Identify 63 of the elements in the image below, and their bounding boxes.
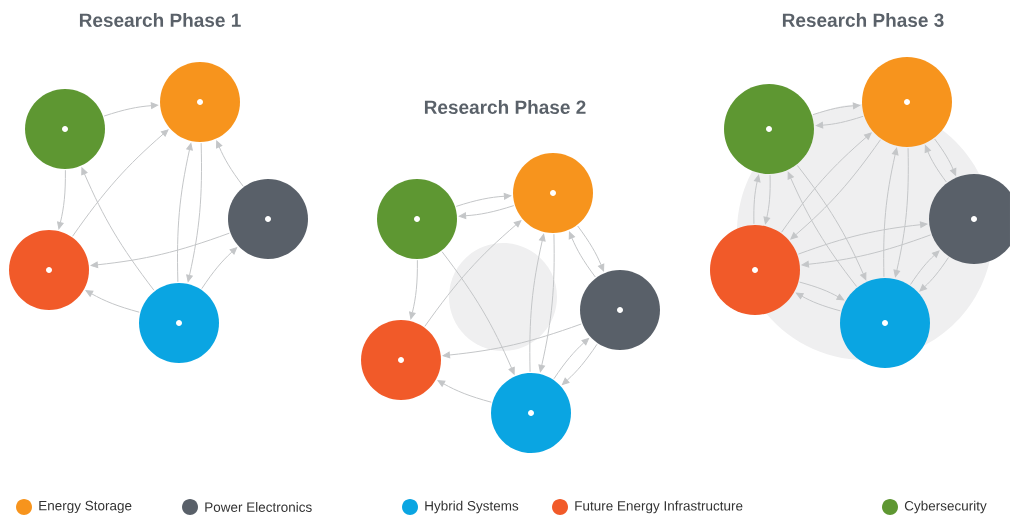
arrow bbox=[801, 234, 932, 268]
legend-label: Cybersecurity bbox=[904, 500, 987, 514]
arrow bbox=[883, 147, 899, 278]
arrow bbox=[795, 292, 841, 312]
circle-node bbox=[513, 153, 593, 233]
circle-node bbox=[228, 179, 308, 259]
arrow bbox=[893, 147, 909, 278]
arrow bbox=[216, 140, 244, 187]
legend-label: Energy Storage bbox=[39, 500, 132, 514]
legend-label: Power Electronics bbox=[205, 502, 312, 512]
circle-node bbox=[160, 62, 240, 142]
circle-node bbox=[25, 89, 105, 169]
circle-node bbox=[139, 283, 219, 363]
circle-node bbox=[491, 373, 571, 453]
phase-title: Research Phase 2 bbox=[424, 100, 586, 114]
arrow bbox=[934, 138, 957, 176]
arrow bbox=[437, 380, 492, 403]
phase-title: Research Phase 1 bbox=[79, 13, 241, 27]
arrow bbox=[799, 281, 845, 301]
arrow bbox=[763, 174, 771, 225]
circle-node bbox=[724, 84, 814, 174]
arrow bbox=[919, 257, 949, 292]
arrow bbox=[561, 343, 598, 385]
arrow bbox=[57, 169, 66, 230]
arrow bbox=[458, 205, 515, 220]
arrow bbox=[81, 167, 155, 291]
phase-title: Research Phase 3 bbox=[782, 13, 944, 27]
arrow bbox=[812, 102, 861, 116]
arrow bbox=[553, 338, 590, 380]
arrow bbox=[201, 247, 238, 290]
arrow bbox=[538, 233, 555, 373]
arrow bbox=[85, 290, 140, 313]
arrow bbox=[568, 231, 596, 278]
circle-node bbox=[862, 57, 952, 147]
circle-node bbox=[361, 320, 441, 400]
arrow bbox=[177, 142, 193, 283]
arrow bbox=[753, 174, 761, 225]
arrow bbox=[90, 232, 230, 269]
arrow bbox=[529, 233, 546, 373]
arrow bbox=[409, 259, 418, 320]
circle-node bbox=[710, 225, 800, 315]
arrow bbox=[796, 164, 867, 281]
circle-node bbox=[377, 179, 457, 259]
circle-node bbox=[9, 230, 89, 310]
arrow bbox=[790, 139, 881, 240]
legend-label: Hybrid Systems bbox=[425, 500, 519, 514]
arrow bbox=[910, 250, 940, 285]
arrow bbox=[577, 225, 605, 272]
arrow bbox=[924, 145, 947, 183]
arrow bbox=[186, 142, 202, 283]
arrow bbox=[442, 323, 582, 359]
circle-node bbox=[840, 278, 930, 368]
arrow bbox=[797, 221, 928, 255]
arrow bbox=[424, 220, 522, 327]
arrow bbox=[441, 251, 515, 375]
arrow bbox=[815, 115, 864, 129]
arrow bbox=[72, 129, 169, 237]
arrow bbox=[455, 192, 512, 207]
arrow bbox=[103, 102, 159, 117]
arrow bbox=[781, 132, 872, 233]
arrow bbox=[787, 171, 858, 287]
circle-node bbox=[580, 270, 660, 350]
legend-label: Future Energy Infrastructure bbox=[575, 500, 743, 514]
